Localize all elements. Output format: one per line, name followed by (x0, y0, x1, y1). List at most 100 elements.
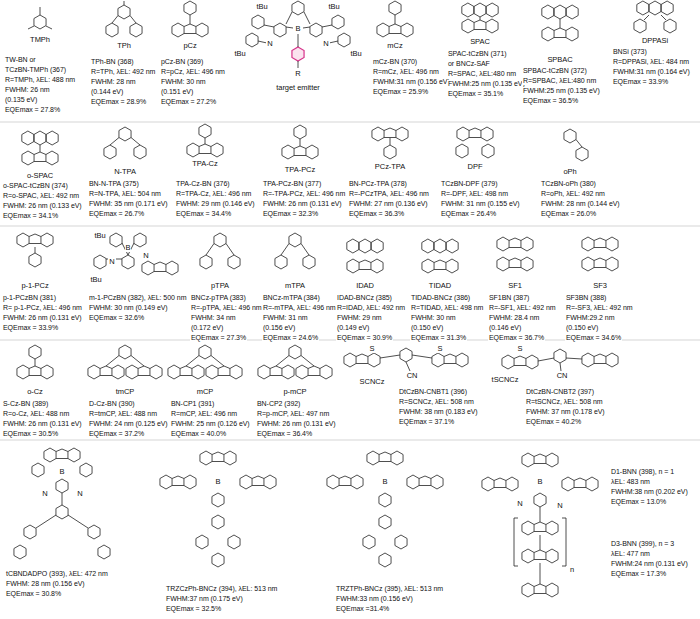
property-text: EQEmax = 33.9% (2, 324, 59, 332)
property-text: FWHM:25 nm (0.135 eV) (522, 87, 601, 95)
structure-label: S (517, 345, 524, 353)
structure-label: B (537, 478, 544, 486)
property-text: R=TPA-Cz, λEL: 496 nm (175, 190, 252, 198)
property-text: FWHM: 31 nm (0.155 eV) (440, 200, 521, 208)
structure-label: CN (406, 372, 419, 380)
structure-label: CN (556, 372, 569, 380)
property-text: FWHM: 31 nm (262, 314, 309, 322)
property-text: o-SPAC-tCzBN (374) (2, 182, 69, 190)
structure-label: pTPA (210, 282, 230, 290)
structure-label: N-TPA (113, 168, 137, 176)
property-text: R=SPAC, λEL:480 nm (447, 70, 517, 78)
property-text: EQEmax = 32.3% (262, 210, 319, 218)
property-text: R=-TPA-PCz, λEL: 496 nm (262, 190, 346, 198)
structure-label: SF1 (507, 282, 523, 290)
property-text: EQEmax = 36.4% (256, 430, 313, 438)
structure-label: DPPASi (641, 37, 669, 45)
structure-label: TMPh (29, 36, 51, 44)
property-text: or BNCz-SAF (447, 60, 491, 68)
property-text: DtCzBN-CNBT2 (397) (525, 388, 595, 396)
property-text: EQEmax = 36.5% (522, 97, 579, 105)
property-text: FWHM: 25 nm (0.126 eV) (170, 420, 251, 428)
property-text: TCzBN-DPF (379) (440, 180, 498, 188)
property-text: BNSi (373) (612, 48, 648, 56)
structure-label: N (322, 40, 329, 48)
property-text: R=DPPASi, λEL: 484 nm (612, 58, 690, 66)
property-text: EQEmax = 35.1% (447, 90, 504, 98)
structure-label: R (294, 70, 301, 78)
property-text: EQEmax = 31.3% (410, 334, 467, 342)
property-text: λEL: 477 nm (610, 550, 651, 558)
property-text: EQEmax = 40.0% (170, 430, 227, 438)
property-text: R=TIDAD, λEL: 498 nm (410, 304, 484, 312)
property-text: R=-pTPA, λEL: 496 nm (190, 304, 263, 312)
structure-label: N (266, 40, 273, 48)
structure-label: N (41, 490, 48, 498)
structure-label: tmCP (115, 388, 136, 396)
property-text: FWHM:25 nm (0.135 eV) (447, 80, 526, 88)
property-text: EQEmax = 27.3% (190, 334, 247, 342)
property-text: R=tmCP, λEL: 488 nm (88, 410, 158, 418)
property-text: EQEmax = 28.9% (90, 98, 147, 106)
structure-label: TIDAD (428, 282, 452, 290)
structure-label: TPh (116, 42, 132, 50)
property-text: FWHM: 27 nm (0.136 eV) (348, 200, 429, 208)
property-text: FWHM: 37 nm (0.178 eV) (525, 408, 606, 416)
property-text: FWHM: 26 nm (0.133 eV) (2, 202, 83, 210)
property-text: R=pCz, λEL: 496 nm (160, 68, 226, 76)
property-text: EQEmax = 36.7% (488, 334, 545, 342)
structure-label: o-Cz (26, 388, 44, 396)
property-text: EQEmax = 30.9% (336, 334, 393, 342)
property-text: BN-CP2 (392) (256, 400, 301, 408)
structure-label: S (369, 345, 376, 353)
property-text: D1-BNN (398), n = 1 (610, 468, 675, 476)
property-text: R= p-1-PCz, λEL: 496 nm (2, 304, 83, 312)
property-text: R=tSCNCz, λEL: 508 nm (525, 398, 604, 406)
property-text: BNCz-pTPA (383) (190, 294, 247, 302)
structure-label: B (382, 478, 389, 486)
property-text: SF1BN (387) (488, 294, 530, 302)
property-text: (0.150 eV) (410, 324, 444, 332)
property-text: FWHM:38 nm (0.202 eV) (610, 488, 689, 496)
structure-label: B (59, 468, 66, 476)
property-text: EQEmax = 13.0% (610, 498, 667, 506)
property-text: R=-PCzTPA, λEL: 496 nm (348, 190, 430, 198)
structure-label: tBu (93, 232, 106, 240)
property-text: (0.144 eV) (90, 88, 124, 96)
property-text: SPBAC-tCzBN (372) (522, 67, 588, 75)
property-text: EQEmax = 37.2% (88, 430, 145, 438)
structure-label: N (556, 502, 563, 510)
structure-label: IDAD (355, 282, 375, 290)
structure-label: SCNCz (359, 378, 386, 386)
property-text: FWHM: 38 nm (0.183 eV) (398, 408, 479, 416)
structure-label: SPBAC (546, 56, 573, 64)
structure-label: target emitter (275, 84, 320, 92)
property-text: EQEmax = 32.6% (88, 314, 145, 322)
property-text: SF3BN (388) (565, 294, 607, 302)
property-text: EQEmax =31.4% (335, 605, 390, 613)
property-text: (0.172 eV) (190, 324, 224, 332)
property-text: R=mCz, λEL: 496 nm (372, 68, 440, 76)
structure-label: TPA-Cz (191, 160, 218, 168)
property-text: FWHM:31 nm (0.156 eV) (372, 78, 451, 86)
structure-label: S (437, 345, 444, 353)
property-text: TW-BN or (4, 56, 37, 64)
property-text: R=N-TPA, λEL: 504 nm (88, 190, 162, 198)
structure-label: tBu (349, 50, 362, 58)
structure-label: mCz (386, 42, 403, 50)
structure-label: N (108, 258, 115, 266)
property-text: EQEmax = 34.6% (565, 334, 622, 342)
structure-label: tBu (327, 3, 340, 11)
property-text: FWHM: 28 nm (0.156 eV) (5, 580, 86, 588)
property-text: m-1-PCzBN (382), λEL: 500 nm (88, 294, 187, 302)
property-text: (0.146 eV) (488, 324, 522, 332)
structure-label: tBu (255, 3, 268, 11)
structure-label: tBu (89, 276, 102, 284)
property-text: R=p-mCP, λEL: 497 nm (256, 410, 330, 418)
structure-label: p-mCP (282, 388, 307, 396)
property-text: SPAC-tCzBN (371) (447, 50, 508, 58)
property-text: D3-BNN (399), n = 3 (610, 540, 675, 548)
property-text: EQEmax = 30.8% (5, 590, 62, 598)
property-text: FWHM: 29 nm (336, 314, 383, 322)
structure-label: o-SPAC (26, 172, 54, 180)
